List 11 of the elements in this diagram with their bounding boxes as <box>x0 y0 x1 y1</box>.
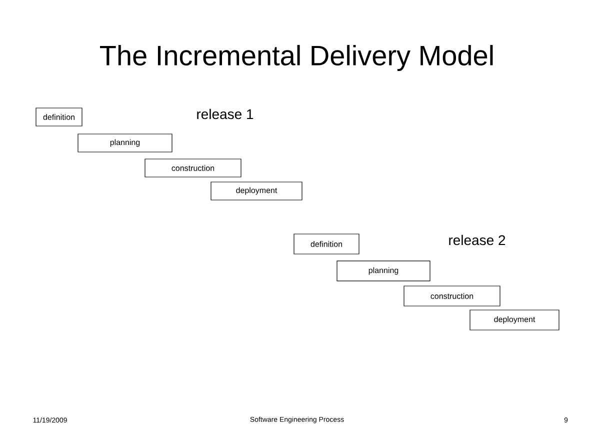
phase-box: construction <box>404 286 500 306</box>
slide-title: The Incremental Delivery Model <box>100 44 493 72</box>
release-label: release 1 <box>197 108 254 120</box>
phase-box: deployment <box>470 310 560 330</box>
phase-box: planning <box>78 134 172 152</box>
phase-box: planning <box>336 260 430 282</box>
phase-box: definition <box>36 108 82 126</box>
phase-box: definition <box>294 234 360 254</box>
release-label: release 2 <box>449 234 506 246</box>
phase-box: deployment <box>210 182 302 200</box>
phase-box: construction <box>144 158 242 178</box>
